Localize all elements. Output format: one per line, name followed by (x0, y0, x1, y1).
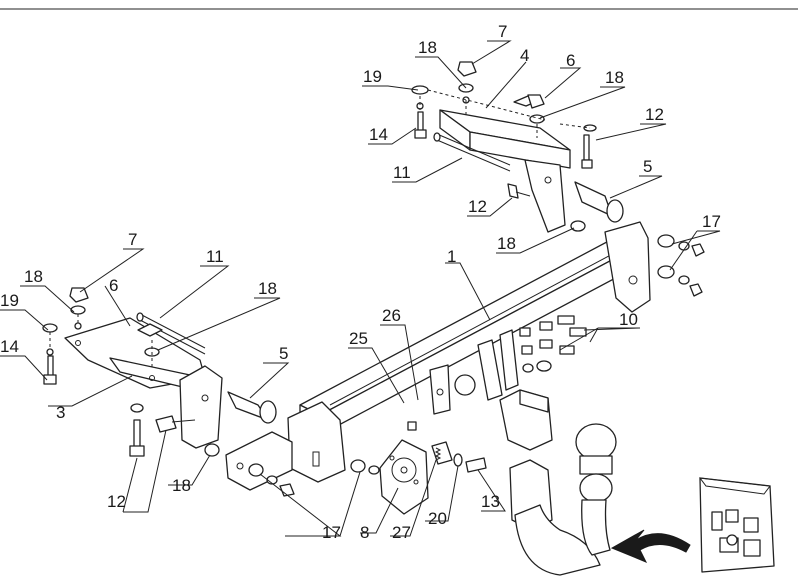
callout-18-bottom: 18 (172, 476, 191, 495)
callout-3: 3 (56, 403, 65, 422)
leader-lines (0, 40, 721, 537)
parts-bag-inset (698, 477, 775, 573)
pointer-arrow (610, 529, 691, 563)
callout-7-left: 7 (128, 230, 137, 249)
callout-14-top: 14 (369, 125, 388, 144)
upper-bracket-assembly (411, 61, 624, 233)
callout-18-mid: 18 (497, 234, 516, 253)
callout-5-top: 5 (643, 157, 652, 176)
callout-18-left: 18 (24, 267, 43, 286)
callout-18-top-right: 18 (605, 68, 624, 87)
callout-7-top: 7 (498, 22, 507, 41)
callout-11-left: 11 (206, 247, 224, 266)
right-fasteners (519, 234, 705, 373)
callout-5-mid: 5 (279, 344, 288, 363)
callout-12-top-mid: 12 (468, 197, 487, 216)
callout-6-left: 6 (109, 276, 118, 295)
callout-18-top: 18 (418, 38, 437, 57)
callout-18-left-mid: 18 (258, 279, 277, 298)
callout-17-bottom: 17 (322, 523, 341, 542)
callout-26: 26 (382, 306, 401, 325)
callout-6-top: 6 (566, 51, 575, 70)
callout-20: 20 (428, 509, 447, 528)
callout-11-top: 11 (393, 163, 411, 182)
callout-19-top: 19 (363, 67, 382, 86)
callout-10: 10 (619, 310, 638, 329)
callout-12-bottom: 12 (107, 492, 126, 511)
callout-25: 25 (349, 329, 368, 348)
callout-4: 4 (520, 46, 529, 65)
callout-labels: 7 18 4 6 18 19 14 12 11 5 12 17 18 1 7 1… (0, 22, 721, 542)
socket-plate-assembly (379, 421, 487, 515)
callout-12-top-right: 12 (645, 105, 664, 124)
callout-19-left: 19 (0, 291, 19, 310)
callout-1: 1 (447, 247, 456, 266)
callout-27: 27 (392, 523, 411, 542)
callout-17-right: 17 (702, 212, 721, 231)
callout-13: 13 (481, 492, 500, 511)
callout-8: 8 (360, 523, 369, 542)
callout-14-left: 14 (0, 337, 19, 356)
towball-assembly (499, 389, 617, 576)
